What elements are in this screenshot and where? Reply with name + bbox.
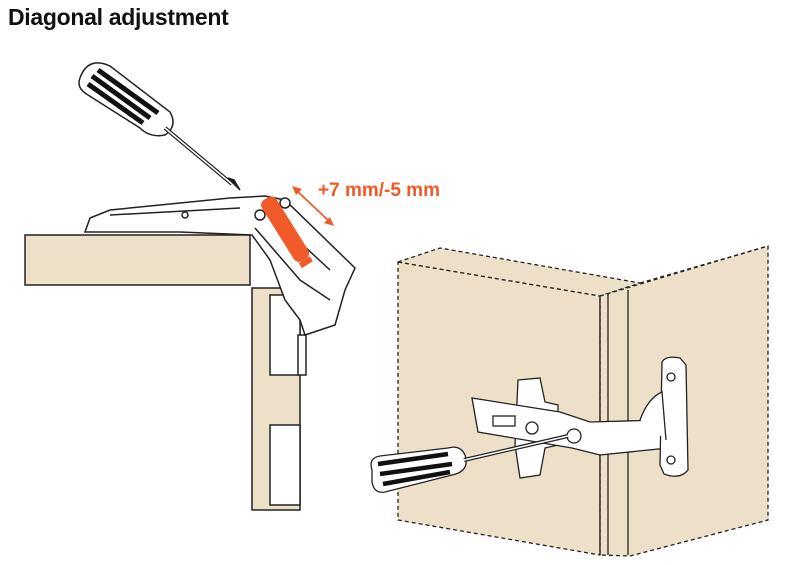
top-panel — [24, 234, 251, 286]
screwdriver-left — [78, 62, 241, 191]
lower-recess — [269, 424, 301, 506]
screwdriver-right — [370, 434, 569, 493]
adjustment-screw — [261, 196, 313, 269]
adjustment-range-label: +7 mm/-5 mm — [318, 180, 440, 201]
perspective-view — [370, 245, 769, 557]
side-view — [24, 62, 356, 511]
hinge-cup-plate — [659, 356, 689, 477]
page-title: Diagonal adjustment — [8, 4, 229, 30]
adjust-arrow — [292, 186, 334, 226]
